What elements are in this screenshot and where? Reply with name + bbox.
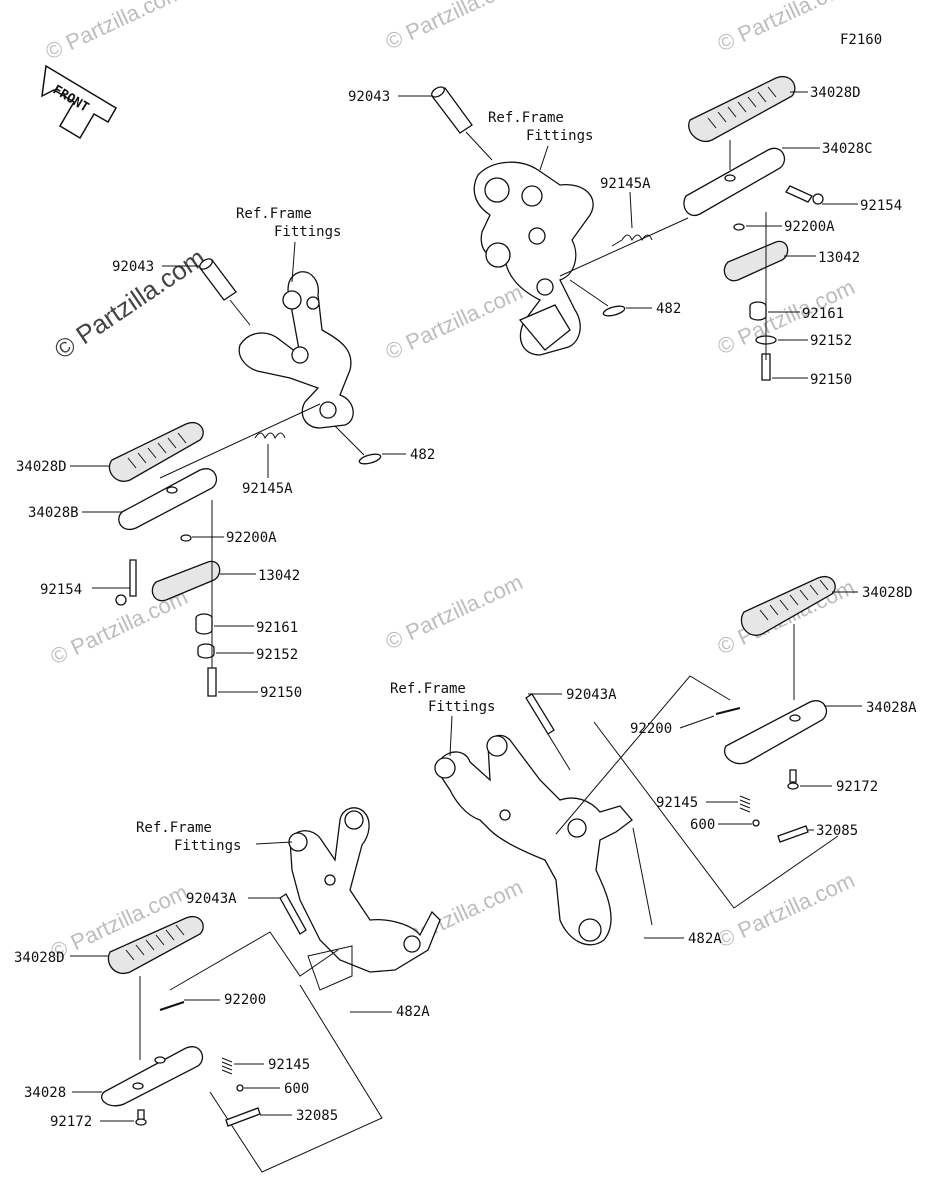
part-label-482: 482 <box>656 301 681 317</box>
ref-frame-label-right: Ref.Frame Fittings <box>390 681 495 757</box>
ref-frame-label-left: Ref.Frame Fittings <box>236 206 341 283</box>
part-label-92172: 92172 <box>836 779 878 795</box>
part-label-32085: 32085 <box>296 1108 338 1124</box>
part-label-34028: 34028 <box>24 1085 66 1101</box>
assembly-top-right <box>431 75 824 381</box>
part-label-92200: 92200 <box>224 992 266 1008</box>
part-label-92145: 92145 <box>656 795 698 811</box>
part-label-34028D: 34028D <box>810 85 861 101</box>
part-label-34028D: 34028D <box>862 585 913 601</box>
part-label-92145A: 92145A <box>242 481 293 497</box>
footpeg-rubber-34028D-left <box>108 421 204 482</box>
footpeg-34028A-right <box>724 700 827 765</box>
part-label-34028D: 34028D <box>16 459 67 475</box>
pin-92043-left <box>199 258 237 301</box>
part-label-92043A: 92043A <box>566 687 617 703</box>
part-label-13042: 13042 <box>818 250 860 266</box>
watermark-text: © Partzilla.com <box>382 569 527 654</box>
part-label-92043A: 92043A <box>186 891 237 907</box>
footpeg-rubber-34028D-top <box>688 75 796 143</box>
part-label-482: 482 <box>410 447 435 463</box>
part-label-34028A: 34028A <box>866 700 917 716</box>
watermark-text: © Partzilla.com <box>714 867 859 952</box>
footpeg-rubber-34028D-bottom <box>107 915 204 975</box>
ref-frame-label-top: Ref.Frame Fittings <box>488 110 593 171</box>
part-label-92200: 92200 <box>630 721 672 737</box>
footpeg-34028-bottom <box>101 1046 203 1107</box>
watermark-text: © Partzilla.com <box>382 0 527 55</box>
ref-frame-line2: Fittings <box>274 224 341 240</box>
part-label-600: 600 <box>690 817 715 833</box>
diagram-code: F2160 <box>840 32 882 48</box>
footpeg-34028C-top <box>683 147 785 217</box>
part-label-92145: 92145 <box>268 1057 310 1073</box>
pin-92043-top <box>431 86 473 134</box>
assembly-right-bottom <box>434 575 839 946</box>
ref-frame-line1: Ref.Frame <box>390 681 466 697</box>
watermark-text: © Partzilla.com <box>382 279 527 364</box>
part-label-92172: 92172 <box>50 1114 92 1130</box>
callouts-left-bottom: 92043A 34028D 92200 482A 34028 92145 600… <box>14 891 430 1130</box>
part-label-92161: 92161 <box>802 306 844 322</box>
ref-frame-line1: Ref.Frame <box>136 820 212 836</box>
front-arrow-icon: FRONT <box>41 64 118 140</box>
ref-frame-label-bottom: Ref.Frame Fittings <box>136 820 293 854</box>
part-label-92152: 92152 <box>810 333 852 349</box>
callouts-right-bottom: 92043A 34028D 92200 34028A 92172 92145 6… <box>528 585 917 947</box>
part-label-34028C: 34028C <box>822 141 873 157</box>
part-label-13042: 13042 <box>258 568 300 584</box>
part-label-92200A: 92200A <box>784 219 835 235</box>
callouts-left-middle: 92043 34028D 92145A 482 34028B 92200A 13… <box>16 259 435 701</box>
part-label-32085: 32085 <box>816 823 858 839</box>
footpeg-34028B-left <box>118 468 217 531</box>
part-label-34028D: 34028D <box>14 950 65 966</box>
part-label-92152: 92152 <box>256 647 298 663</box>
part-label-600: 600 <box>284 1081 309 1097</box>
part-label-34028B: 34028B <box>28 505 79 521</box>
assembly-left-middle <box>108 258 382 697</box>
part-label-92043: 92043 <box>112 259 154 275</box>
part-label-92154: 92154 <box>860 198 902 214</box>
part-label-92145A: 92145A <box>600 176 651 192</box>
assembly-left-bottom <box>101 807 441 1173</box>
watermark-text: © Partzilla.com <box>714 0 859 57</box>
part-label-92150: 92150 <box>810 372 852 388</box>
ref-frame-line2: Fittings <box>428 699 495 715</box>
part-label-92154: 92154 <box>40 582 82 598</box>
ref-frame-line1: Ref.Frame <box>236 206 312 222</box>
ref-frame-line1: Ref.Frame <box>488 110 564 126</box>
part-label-92161: 92161 <box>256 620 298 636</box>
part-label-92043: 92043 <box>348 89 390 105</box>
part-label-92150: 92150 <box>260 685 302 701</box>
part-label-482A: 482A <box>688 931 722 947</box>
part-label-482A: 482A <box>396 1004 430 1020</box>
ref-frame-line2: Fittings <box>526 128 593 144</box>
ref-frame-line2: Fittings <box>174 838 241 854</box>
callouts-top-right: 92043 34028D 34028C 92145A 92154 92200A … <box>348 85 902 388</box>
footpeg-rubber-34028D-right <box>740 575 836 636</box>
watermark-text: © Partzilla.com <box>42 0 187 65</box>
part-label-92200A: 92200A <box>226 530 277 546</box>
